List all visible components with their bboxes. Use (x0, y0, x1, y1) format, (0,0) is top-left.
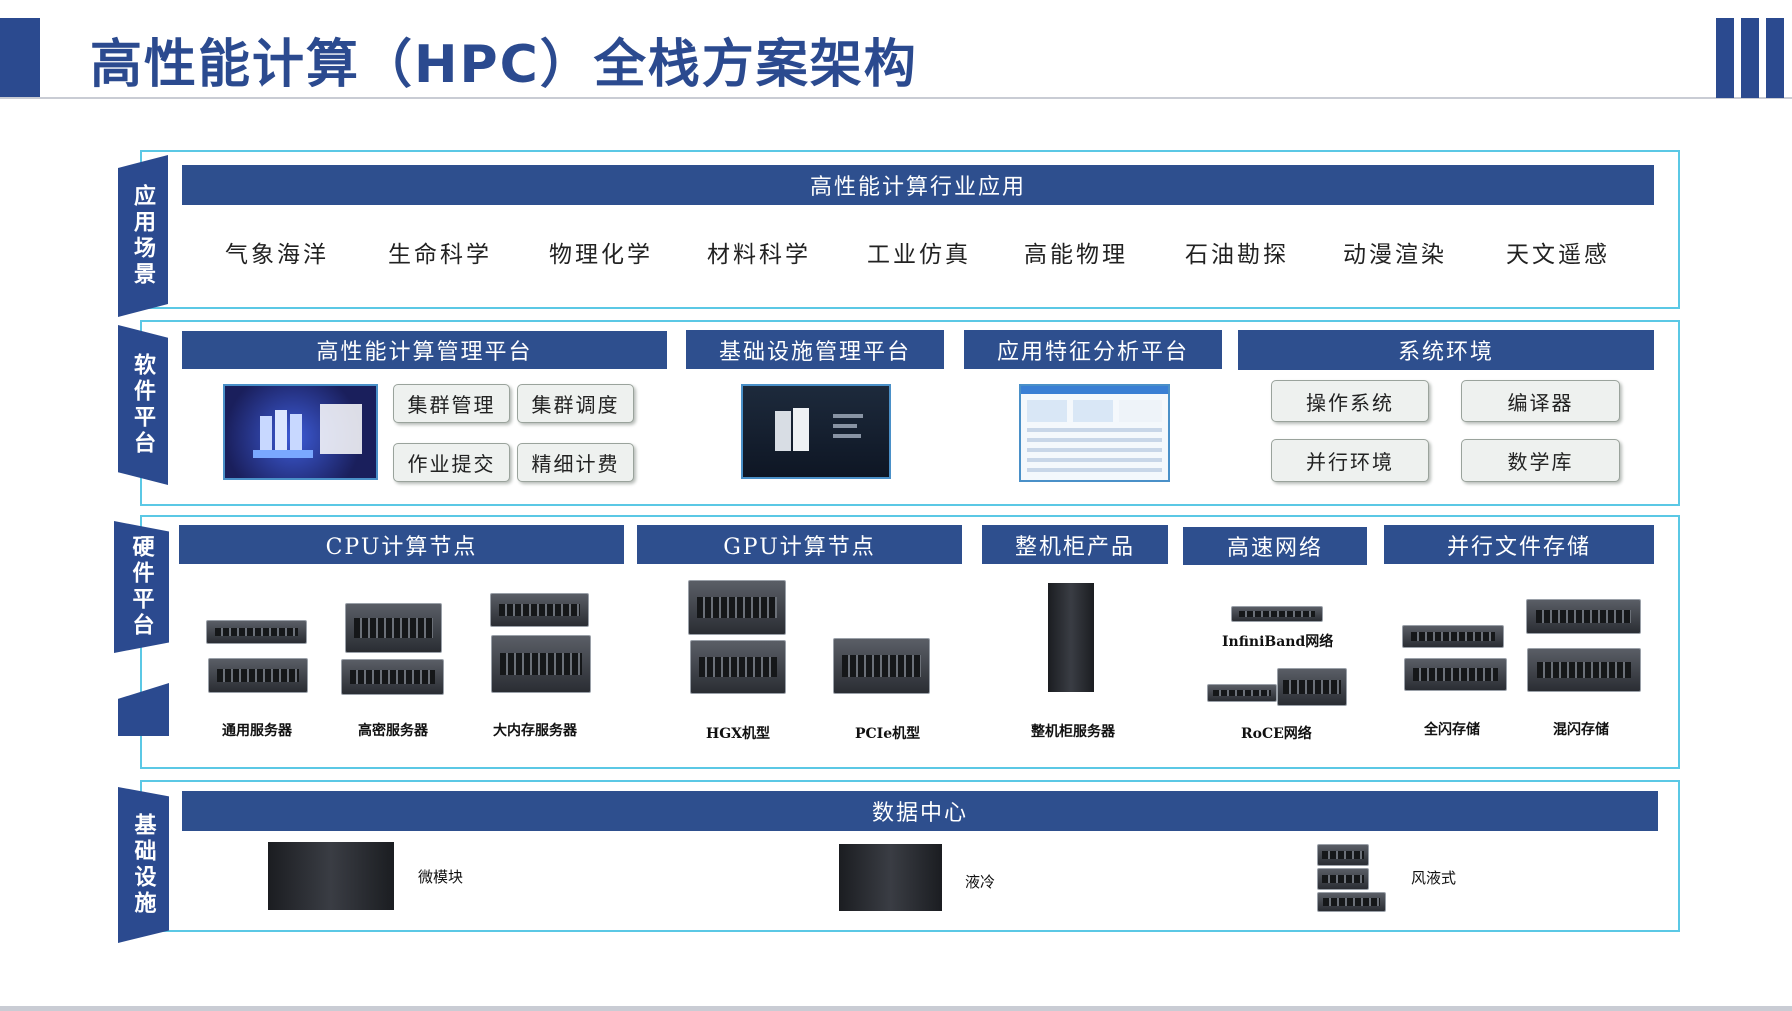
roce-network-label: RoCE网络 (1241, 726, 1312, 742)
rack-server-label: 整机柜服务器 (1031, 724, 1115, 740)
infiniband-switch-image (1231, 606, 1323, 622)
application-band: 高性能计算行业应用 (182, 165, 1654, 205)
page-title: 高性能计算（HPC）全栈方案架构 (90, 35, 918, 95)
hybrid-flash-storage-image (1526, 599, 1641, 634)
air-liquid-label: 风液式 (1411, 869, 1457, 887)
gpu-node-band: GPU计算节点 (637, 525, 962, 564)
system-env-band: 系统环境 (1238, 330, 1654, 370)
high-density-server-image (341, 659, 444, 695)
deco-bar-1 (1716, 18, 1734, 98)
deco-bar-3 (1766, 18, 1784, 98)
parallel-env-chip: 并行环境 (1271, 439, 1429, 482)
all-flash-storage-label: 全闪存储 (1424, 722, 1480, 738)
hgx-server-image (690, 640, 786, 694)
app-item: 生命科学 (388, 242, 492, 268)
app-item: 动漫渲染 (1343, 242, 1447, 268)
high-speed-network-band: 高速网络 (1183, 527, 1367, 565)
deco-bar-2 (1741, 18, 1759, 98)
mgmt-platform-screenshot (223, 384, 378, 480)
app-item: 物理化学 (549, 242, 653, 268)
general-server-label: 通用服务器 (222, 723, 292, 739)
general-server-image (208, 658, 308, 693)
high-density-server-label: 高密服务器 (358, 723, 428, 739)
hybrid-flash-storage-label: 混闪存储 (1553, 722, 1609, 738)
analysis-platform-band: 应用特征分析平台 (964, 330, 1222, 369)
air-liquid-unit-image (1317, 844, 1369, 866)
large-memory-server-label: 大内存服务器 (493, 723, 577, 739)
app-item: 材料科学 (707, 242, 811, 268)
cluster-mgmt-chip: 集群管理 (393, 384, 510, 423)
server-isometric-icon (253, 404, 362, 458)
hgx-server-image (688, 580, 786, 635)
large-memory-server-image (490, 593, 589, 627)
analysis-platform-screenshot (1019, 384, 1170, 482)
app-item: 石油勘探 (1185, 242, 1289, 268)
all-flash-storage-image (1402, 625, 1504, 648)
pcie-server-image (833, 638, 930, 694)
micro-module-label: 微模块 (418, 868, 464, 886)
title-accent-bar (0, 18, 40, 98)
hybrid-flash-storage-image (1527, 648, 1641, 692)
hardware-tab-accent (118, 683, 169, 736)
facility-layer-tab: 基础设施 (118, 787, 169, 943)
footer-divider (0, 1006, 1792, 1011)
roce-switch-image (1207, 684, 1277, 702)
liquid-cooling-image (839, 844, 942, 911)
job-submission-chip: 作业提交 (393, 443, 510, 482)
roce-switch-image (1277, 668, 1347, 706)
liquid-cooling-label: 液冷 (965, 873, 996, 891)
rack-server-image (1048, 583, 1094, 692)
air-liquid-unit-image (1317, 868, 1369, 890)
hgx-server-label: HGX机型 (706, 726, 771, 742)
hardware-layer-tab: 硬件平台 (114, 521, 169, 653)
compiler-chip: 编译器 (1461, 380, 1620, 422)
app-item: 气象海洋 (225, 242, 329, 268)
dashboard-icon (1021, 386, 1168, 472)
parallel-storage-band: 并行文件存储 (1384, 525, 1654, 564)
app-item: 工业仿真 (867, 242, 971, 268)
air-liquid-unit-image (1317, 892, 1386, 912)
micro-module-image (268, 842, 394, 910)
software-layer-tab: 软件平台 (118, 325, 168, 485)
infra-platform-screenshot (741, 384, 891, 479)
title-divider (0, 97, 1792, 99)
app-item: 高能物理 (1024, 242, 1128, 268)
fine-billing-chip: 精细计费 (517, 443, 634, 482)
os-chip: 操作系统 (1271, 380, 1429, 422)
datacenter-band: 数据中心 (182, 791, 1658, 831)
pcie-server-label: PCIe机型 (855, 726, 921, 742)
all-flash-storage-image (1404, 658, 1507, 691)
large-memory-server-image (491, 635, 591, 693)
infra-platform-band: 基础设施管理平台 (686, 330, 944, 369)
cluster-scheduling-chip: 集群调度 (517, 384, 634, 423)
server-stack-icon (775, 408, 863, 451)
rack-product-band: 整机柜产品 (982, 525, 1168, 564)
mgmt-platform-band: 高性能计算管理平台 (182, 331, 667, 369)
high-density-server-image (345, 603, 442, 653)
cpu-node-band: CPU计算节点 (179, 525, 624, 564)
infiniband-network-label: InfiniBand网络 (1222, 634, 1334, 650)
app-item: 天文遥感 (1506, 242, 1610, 268)
general-server-image (206, 620, 307, 644)
application-layer-tab: 应用场景 (118, 155, 168, 317)
math-library-chip: 数学库 (1461, 439, 1620, 482)
